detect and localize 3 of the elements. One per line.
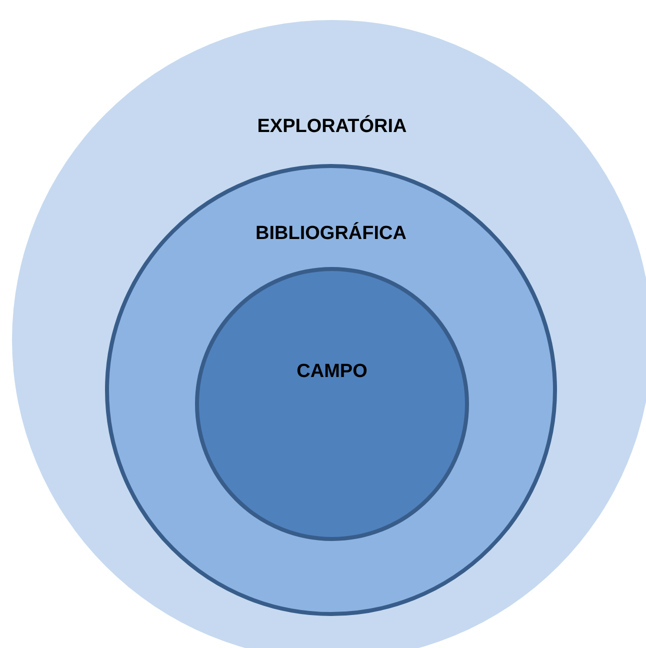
circle-label: EXPLORATÓRIA <box>257 116 407 138</box>
circle-label: CAMPO <box>296 361 368 383</box>
circle-label: BIBLIOGRÁFICA <box>256 223 406 245</box>
